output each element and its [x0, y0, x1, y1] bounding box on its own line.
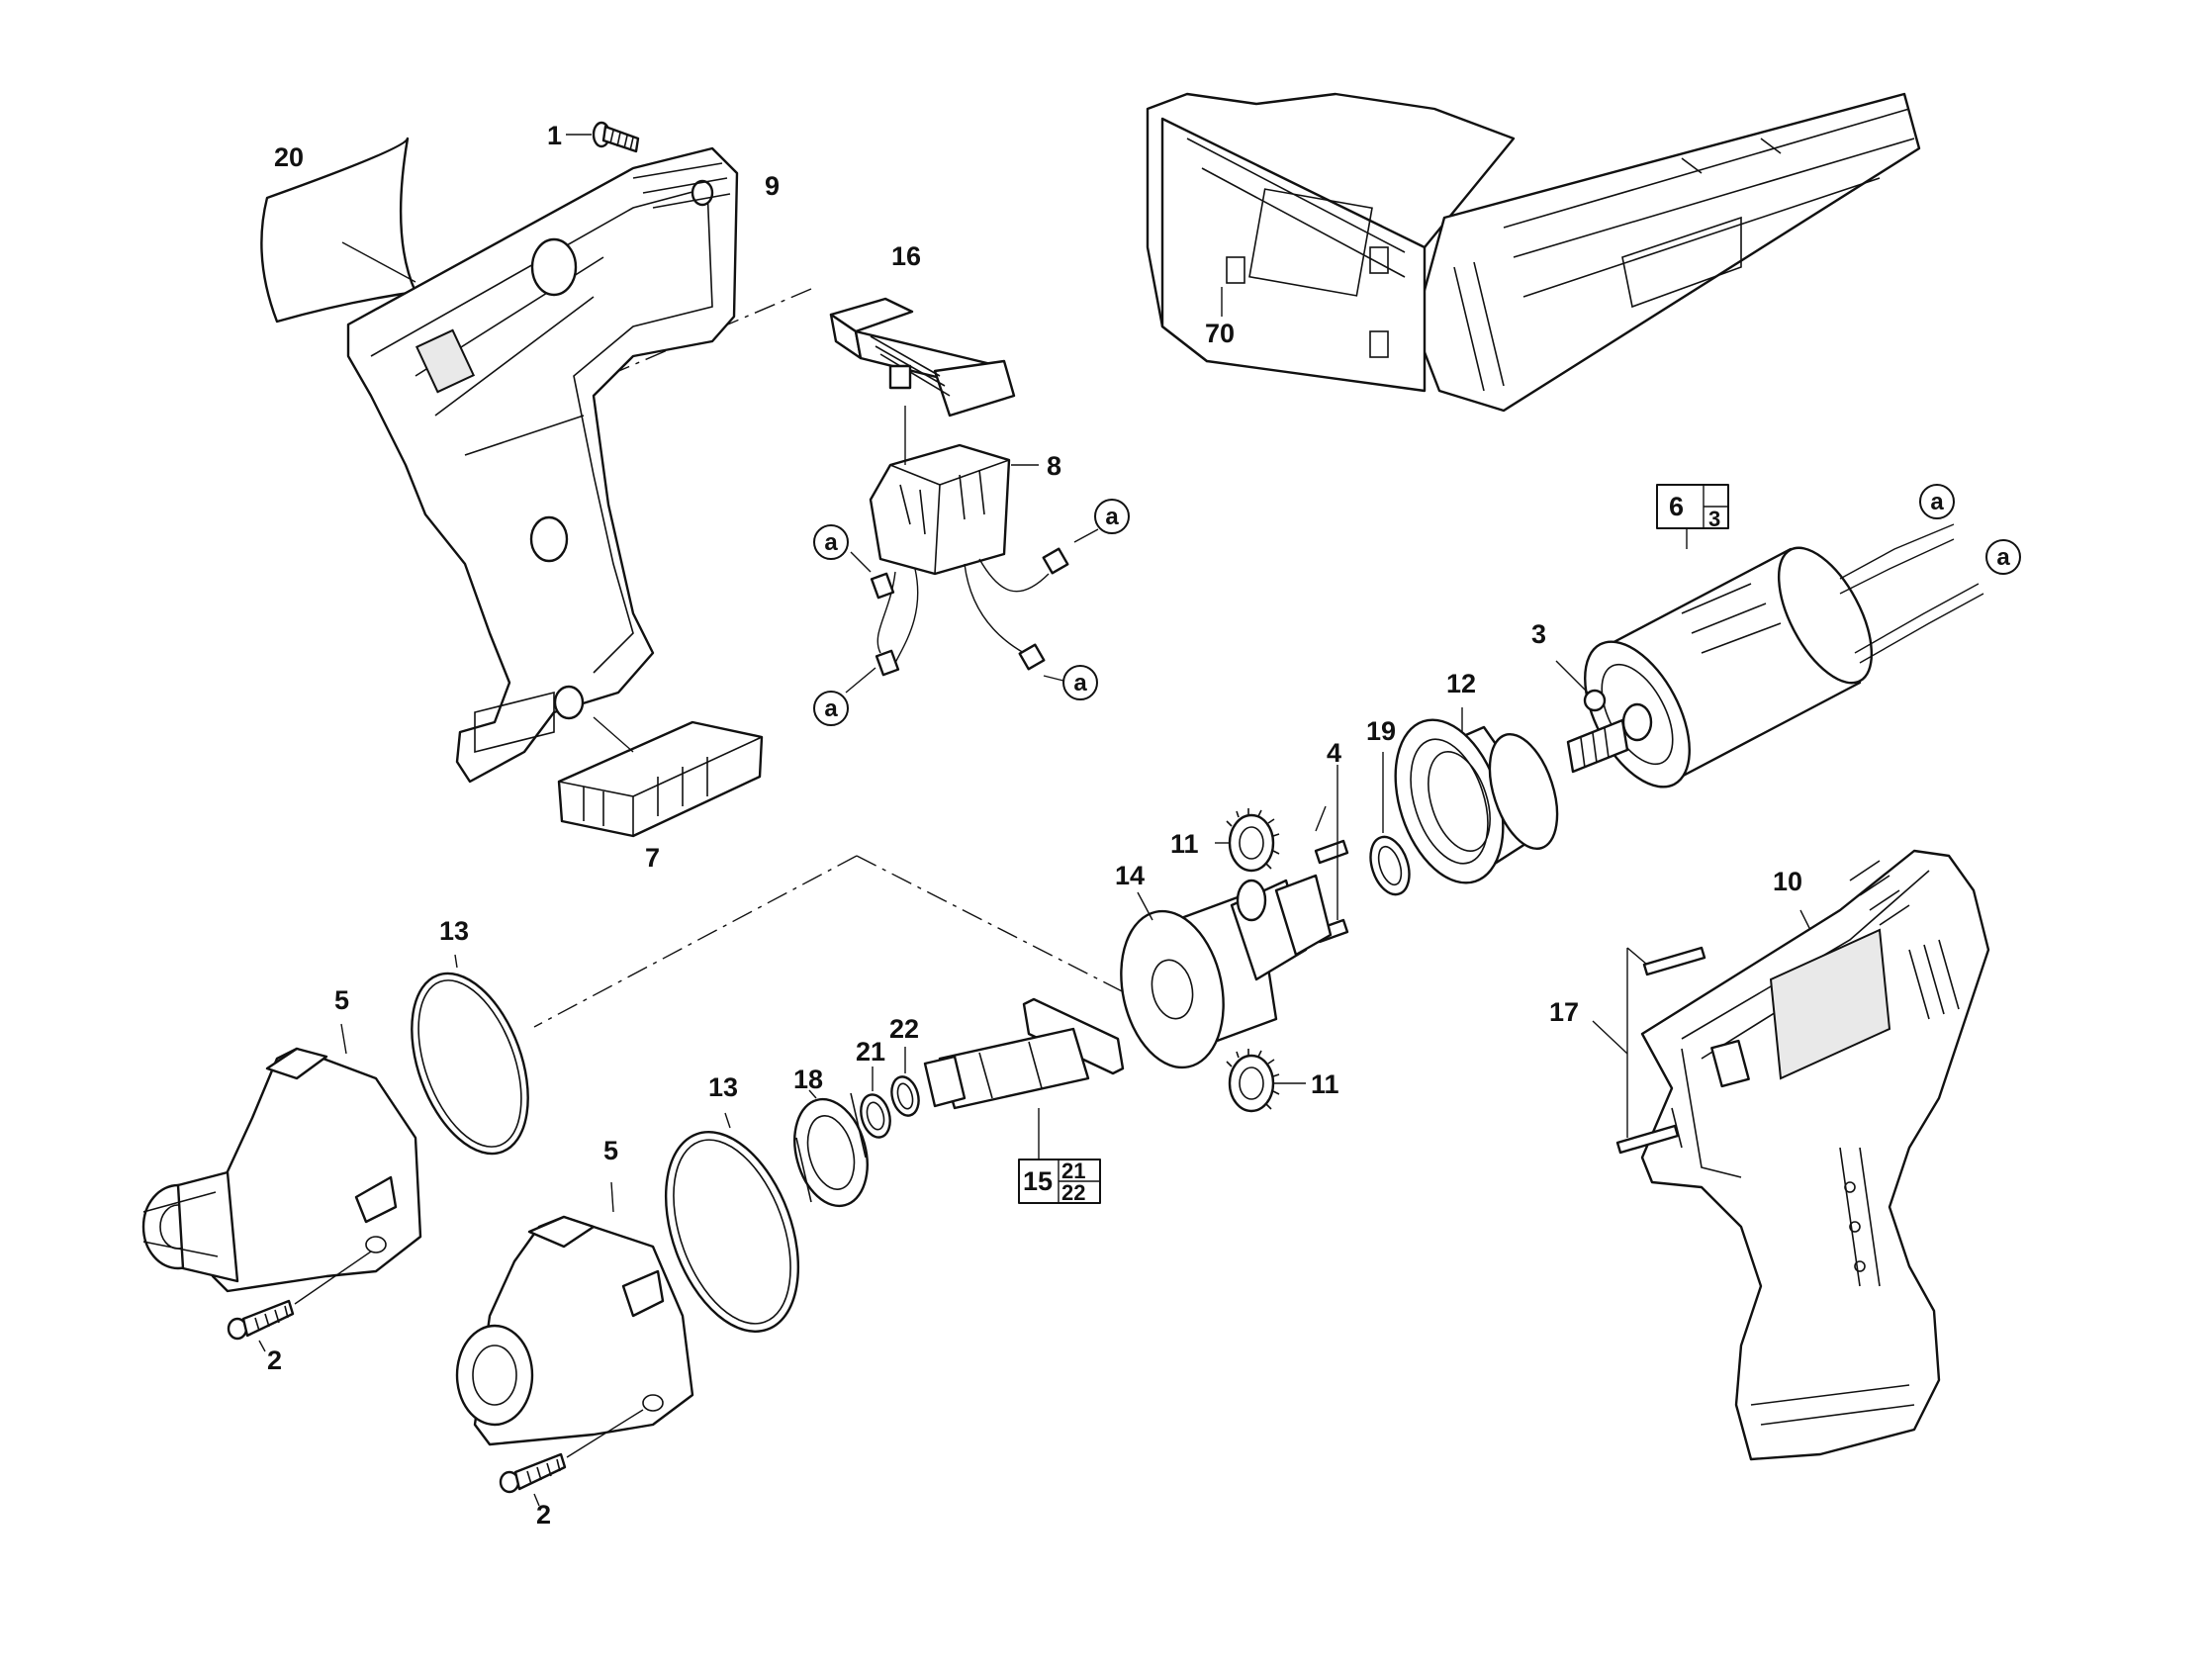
svg-text:a: a — [1996, 544, 2010, 571]
connector-marker-a5: a — [1919, 484, 1955, 519]
ring-part-22 — [890, 1047, 920, 1117]
callout-12: 12 — [1446, 669, 1476, 698]
callout-2-upper: 2 — [267, 1345, 282, 1375]
connector-marker-a6: a — [1985, 539, 2021, 575]
svg-text:a: a — [1073, 670, 1087, 696]
o-ring-part-upper — [411, 954, 529, 1156]
motor-screw-part — [1555, 660, 1607, 712]
callout-8: 8 — [1047, 451, 1061, 481]
callout-5-upper: 5 — [334, 985, 349, 1015]
screw-part-1 — [566, 121, 640, 153]
kit-callout-15: 15 21 22 — [1018, 1159, 1101, 1205]
ring-part-21 — [860, 1067, 891, 1139]
housing-half-part — [1640, 849, 1990, 1461]
callout-2-lower: 2 — [536, 1500, 551, 1530]
callout-13-lower: 13 — [708, 1072, 738, 1102]
callout-3: 3 — [1531, 619, 1546, 649]
callout-13-upper: 13 — [439, 916, 469, 946]
svg-text:a: a — [1105, 504, 1119, 530]
kit-callout-6-main: 6 — [1669, 492, 1684, 521]
alignment-line-front — [533, 855, 858, 1028]
callout-11-lower: 11 — [1311, 1069, 1339, 1099]
ring-gear-part — [1394, 707, 1559, 884]
callout-5-lower: 5 — [603, 1136, 618, 1165]
carry-case-part — [1146, 92, 1921, 413]
connector-marker-a2: a — [1094, 499, 1130, 534]
callout-17: 17 — [1549, 997, 1579, 1027]
svg-text:a: a — [824, 529, 838, 556]
contact-block-part — [557, 716, 764, 838]
callout-70: 70 — [1205, 319, 1235, 348]
connector-marker-a3: a — [813, 691, 849, 726]
motor-part — [1566, 523, 1984, 789]
kit-callout-6: 6 3 — [1656, 484, 1729, 531]
housing-shell-part — [346, 146, 739, 784]
kit-callout-15-sub1: 21 — [1061, 1159, 1085, 1183]
callout-16: 16 — [891, 241, 921, 271]
callout-21: 21 — [856, 1037, 885, 1067]
kit-callout-6-sub: 3 — [1708, 507, 1720, 531]
callout-1: 1 — [547, 121, 562, 150]
callout-18: 18 — [793, 1065, 823, 1094]
connector-marker-a1: a — [813, 524, 849, 560]
anvil-part — [923, 997, 1125, 1160]
callout-11-upper: 11 — [1170, 829, 1199, 859]
connector-marker-a4: a — [1062, 665, 1098, 700]
spindle-part — [1120, 874, 1333, 1069]
kit-callout-15-main: 15 — [1023, 1166, 1053, 1196]
screw-part-2-lower — [499, 1409, 644, 1507]
housing-pin-part — [1592, 946, 1706, 1155]
callout-7: 7 — [645, 843, 660, 873]
planet-gear-bottom — [1226, 1049, 1306, 1113]
switch-part — [845, 406, 1099, 694]
front-housing-part-upper — [141, 1023, 422, 1293]
screw-part-2-upper — [227, 1251, 372, 1352]
callout-4: 4 — [1327, 738, 1341, 768]
planet-gear-top — [1215, 808, 1280, 873]
svg-text:a: a — [1930, 489, 1944, 515]
o-ring-part-lower — [664, 1112, 800, 1333]
callout-10: 10 — [1773, 867, 1802, 896]
callout-20: 20 — [274, 142, 304, 172]
alignment-line-anvil — [856, 855, 1139, 1000]
washer-part — [1369, 752, 1411, 896]
callout-14: 14 — [1115, 861, 1145, 890]
callout-9: 9 — [765, 171, 780, 201]
bearing-ring-part — [793, 1089, 869, 1208]
callout-19: 19 — [1366, 716, 1396, 746]
trigger-part — [829, 297, 1016, 418]
callout-22: 22 — [889, 1014, 919, 1044]
svg-text:a: a — [824, 696, 838, 722]
kit-callout-15-sub2: 22 — [1061, 1180, 1085, 1205]
front-housing-part-lower — [455, 1181, 694, 1446]
